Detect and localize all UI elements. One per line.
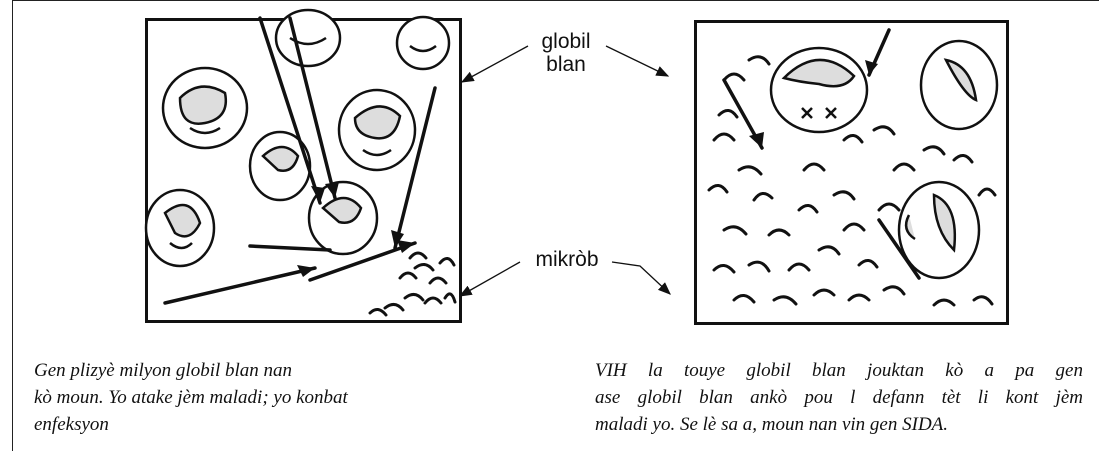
arrow-to-left-germs <box>458 261 521 297</box>
microbe-label: mikròb <box>535 248 599 271</box>
white-blood-cell <box>897 180 981 280</box>
caption-line: ase globil blan ankò pou l defann tèt li… <box>595 387 1083 408</box>
caption-line: enfeksyon <box>34 414 109 435</box>
white-blood-cell <box>769 46 869 134</box>
white-blood-cell <box>144 188 216 268</box>
arrow-to-left-cells <box>460 45 529 83</box>
caption-hiv: VIH la touye globil blan jouktan kò a pa… <box>595 357 1083 438</box>
caption-line: kò moun. Yo atake jèm maladi; yo konbat <box>34 387 348 408</box>
white-blood-cell <box>337 88 417 172</box>
healthy-immune-illustration <box>144 8 462 323</box>
white-blood-cell <box>395 15 451 71</box>
white-blood-cell-label: globil blan <box>530 30 602 76</box>
hiv-immune-illustration <box>694 20 1009 325</box>
white-blood-cell <box>307 180 379 256</box>
caption-line: VIH la touye globil blan jouktan kò a pa… <box>595 360 1083 381</box>
caption-line: Gen plizyè milyon globil blan nan <box>34 360 293 381</box>
page-frame <box>12 0 1099 451</box>
arrow-to-right-cells <box>605 45 670 77</box>
germ-cluster <box>368 251 457 317</box>
white-blood-cell <box>248 130 312 202</box>
dying-white-blood-cells <box>769 39 999 280</box>
arrow-to-right-germs <box>611 261 671 295</box>
label-line-2: blan <box>546 53 586 76</box>
white-blood-cell <box>919 39 999 131</box>
caption-healthy: Gen plizyè milyon globil blan nan kò mou… <box>34 357 414 438</box>
label-line-1: globil <box>541 30 591 53</box>
caption-line: maladi yo. Se lè sa a, moun nan vin gen … <box>595 414 949 435</box>
white-blood-cell <box>161 66 249 150</box>
